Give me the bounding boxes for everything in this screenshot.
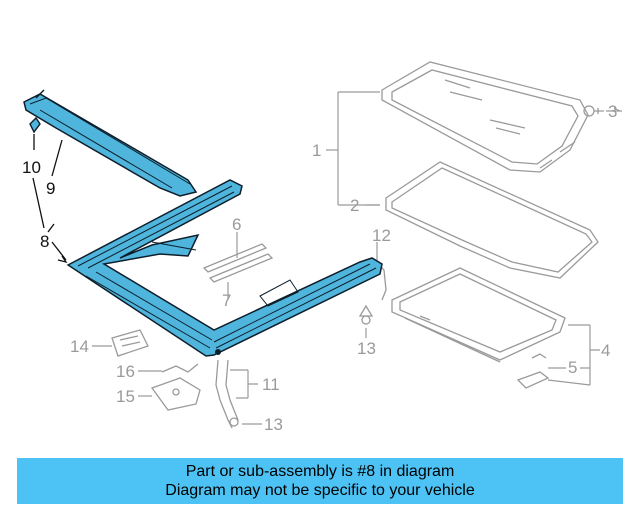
handle-part-5 (516, 353, 550, 389)
callout-14: 14 (70, 337, 89, 356)
callout-7: 7 (222, 291, 231, 310)
bracket-part-15 (150, 377, 201, 411)
banner-line-2: Diagram may not be specific to your vehi… (165, 482, 475, 499)
sunroof-frame-part-8 (66, 179, 383, 357)
screw-part-3 (583, 105, 604, 117)
glass-panel-part-1 (381, 61, 589, 173)
sunshade-panel (391, 267, 566, 363)
info-banner: Part or sub-assembly is #8 in diagram Di… (17, 458, 623, 504)
callout-9: 9 (46, 179, 55, 198)
banner-line-1: Part or sub-assembly is #8 in diagram (185, 463, 455, 480)
active-leader-lines (32, 134, 68, 264)
callout-3: 3 (608, 102, 617, 121)
drain-hose-part-11 (215, 359, 239, 429)
bracket-part-14 (111, 329, 149, 357)
callout-13: 13 (357, 339, 376, 358)
glass-seal-part-2 (385, 161, 599, 279)
callout-13-lower: 13 (264, 415, 283, 434)
callout-12: 12 (372, 226, 391, 245)
callout-16: 16 (116, 362, 135, 381)
wind-deflector-part-9 (23, 89, 198, 197)
callout-2: 2 (350, 196, 359, 215)
clip-part-13 (358, 304, 374, 325)
callout-15: 15 (116, 387, 135, 406)
callout-1: 1 (312, 141, 321, 160)
guide-rails-part-6-7 (202, 243, 274, 283)
sunroof-parts-diagram: 1 2 3 4 5 6 7 8 9 10 11 12 13 13 14 15 1… (22, 61, 622, 434)
callout-10: 10 (22, 158, 41, 177)
clip-part-10 (29, 116, 41, 134)
callout-6: 6 (232, 215, 241, 234)
callout-11: 11 (262, 375, 280, 394)
clip-part-16 (161, 363, 199, 373)
muted-leader-lines (92, 91, 622, 425)
callout-8: 8 (40, 232, 49, 251)
callout-5: 5 (568, 358, 577, 377)
callout-4: 4 (601, 341, 610, 360)
